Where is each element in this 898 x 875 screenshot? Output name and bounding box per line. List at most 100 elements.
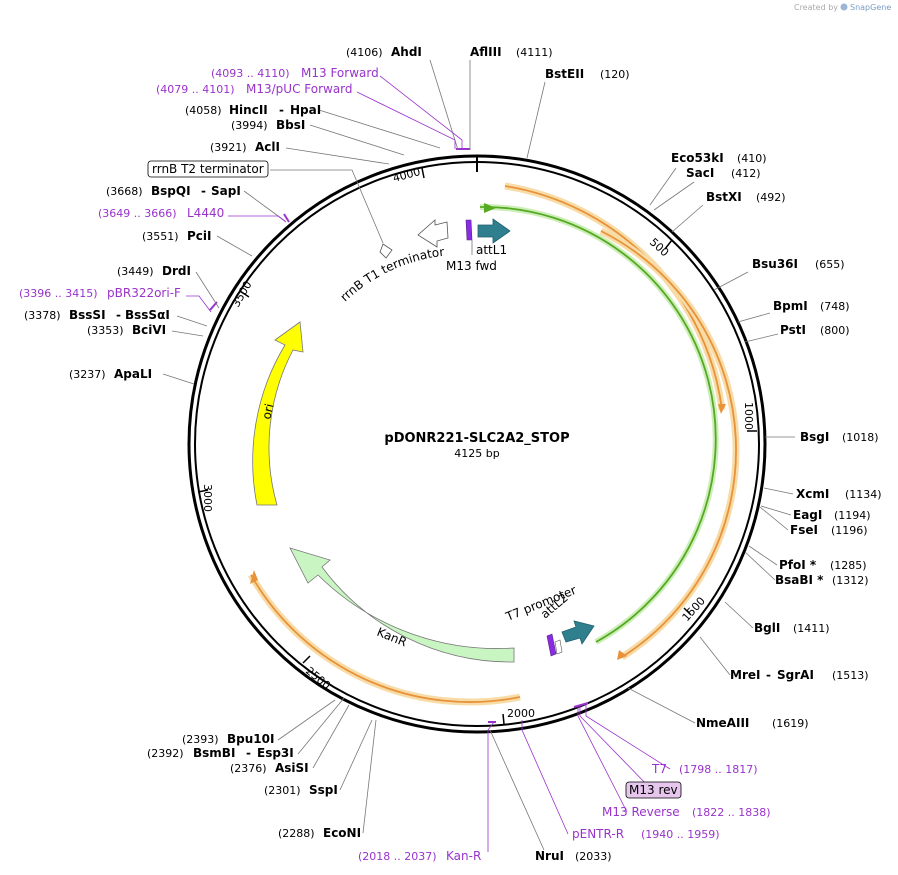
enzyme-pos-asisi: (2376) (230, 762, 267, 775)
enzyme-psti[interactable]: PstI (780, 323, 806, 337)
enzyme-pos-hincii: (4058) (185, 104, 222, 117)
feature-m13fwd (465, 219, 473, 241)
primer-pentr-r[interactable]: pENTR-R (572, 827, 624, 841)
backbone-outer (187, 154, 767, 734)
feature-attl1 (477, 218, 511, 244)
orf-arcs (247, 182, 740, 706)
enzyme-xcmi[interactable]: XcmI (796, 487, 829, 501)
primer-range-l4440: (3649 .. 3666) (98, 207, 177, 220)
primer-range-t7: (1798 .. 1817) (679, 763, 758, 776)
enzyme-pfoi[interactable]: PfoI * (779, 558, 817, 572)
enzyme-bpu10i[interactable]: Bpu10I (227, 732, 274, 746)
tick-marks (197, 167, 757, 725)
gene-green-arrowhead (484, 203, 496, 213)
enzyme-sep-hincii: - (279, 103, 284, 117)
enzyme-apali[interactable]: ApaLI (114, 367, 152, 381)
enzyme-esp3i[interactable]: Esp3I (257, 746, 294, 760)
enzyme-hincii[interactable]: HincII (229, 103, 268, 117)
enzyme-bcivi[interactable]: BciVI (132, 323, 166, 337)
enzyme-bpmi[interactable]: BpmI (773, 299, 808, 313)
brand-app-text: SnapGene (850, 3, 891, 12)
gene-green-arc-line (479, 206, 717, 643)
enzyme-pos-bsmbi: (2392) (147, 747, 184, 760)
feature-rrnb-t2-box[interactable] (147, 160, 269, 178)
enzyme-sgrai[interactable]: SgrAI (777, 668, 814, 682)
enzyme-sep-bsssi: - (116, 308, 121, 322)
enzyme-sspi[interactable]: SspI (309, 783, 338, 797)
enzyme-pos-bsu36i: (655) (815, 258, 845, 271)
primer-m13-forward[interactable]: M13 Forward (301, 66, 379, 80)
feature-ori (252, 321, 304, 506)
enzyme-bsteii[interactable]: BstEII (545, 67, 584, 81)
enzyme-eagi[interactable]: EagI (793, 508, 822, 522)
primer-range-kanr: (2018 .. 2037) (358, 850, 437, 863)
enzyme-mrei[interactable]: MreI (730, 668, 760, 682)
enzyme-pcii[interactable]: PciI (187, 229, 212, 243)
primer-t7[interactable]: T7 (651, 762, 667, 776)
enzyme-pos-econi: (2288) (278, 827, 315, 840)
feature-m13fwd-label: M13 fwd (446, 259, 497, 273)
feature-rrnb-t1-label: rrnB T1 terminator (337, 245, 445, 305)
enzyme-pos-drdi: (3449) (117, 265, 154, 278)
enzyme-saci[interactable]: SacI (686, 166, 714, 180)
primer-m13-reverse[interactable]: M13 Reverse (602, 805, 680, 819)
enzyme-aflIII[interactable]: AflIII (470, 45, 502, 59)
feature-t7-marker (546, 633, 557, 657)
enzyme-bbsi[interactable]: BbsI (276, 118, 305, 132)
enzyme-pos-bpmi: (748) (820, 300, 850, 313)
primer-m13rev-box[interactable] (625, 781, 682, 799)
enzyme-pos-eco53ki: (410) (737, 152, 767, 165)
enzyme-bsu36i[interactable]: Bsu36I (752, 257, 798, 271)
enzyme-pos-bgli: (1411) (793, 622, 830, 635)
feature-rrnb-t2-marker (379, 243, 393, 259)
primer-l4440[interactable]: L4440 (187, 206, 224, 220)
enzyme-bsssai[interactable]: BssSαI (125, 308, 170, 322)
enzyme-pos-aflIII: (4111) (516, 46, 553, 59)
enzyme-nrui[interactable]: NruI (535, 849, 564, 863)
enzyme-drdi[interactable]: DrdI (162, 264, 191, 278)
enzyme-pos-saci: (412) (731, 167, 761, 180)
primer-m13-rev: M13 rev (629, 783, 678, 797)
enzyme-pos-mrei: (1513) (832, 669, 869, 682)
enzyme-pos-xcmi: (1134) (845, 488, 882, 501)
enzyme-bspqi[interactable]: BspQI (151, 184, 191, 198)
enzyme-bstxi[interactable]: BstXI (706, 190, 742, 204)
primer-kan-r[interactable]: Kan-R (446, 849, 481, 863)
feature-kanr-label: KanR (375, 625, 409, 650)
plasmid-size: 4125 bp (454, 447, 499, 460)
primer-range-m13puc: (4079 .. 4101) (156, 83, 235, 96)
enzyme-bsabi[interactable]: BsaBI * (775, 573, 824, 587)
feature-m13rev-marker (554, 639, 563, 655)
enzyme-acli[interactable]: AclI (255, 140, 280, 154)
enzyme-bsmbi[interactable]: BsmBI (193, 746, 235, 760)
enzyme-bgli[interactable]: BglI (754, 621, 780, 635)
enzyme-pos-nrui: (2033) (575, 850, 612, 863)
enzyme-hpai[interactable]: HpaI (290, 103, 321, 117)
primer-pbr322ori-f[interactable]: pBR322ori-F (107, 286, 181, 300)
enzyme-sapi[interactable]: SapI (211, 184, 241, 198)
enzyme-pos-bsabi: (1312) (832, 574, 869, 587)
enzyme-econi[interactable]: EcoNI (323, 826, 361, 840)
enzyme-ahdi[interactable]: AhdI (391, 45, 422, 59)
orf-arrowheads (250, 404, 726, 660)
feature-attl2 (561, 620, 595, 645)
enzyme-pos-bcivi: (3353) (87, 324, 124, 337)
enzyme-sep-bsmbi: - (246, 746, 251, 760)
enzyme-asisi[interactable]: AsiSI (275, 761, 309, 775)
primer-m13-puc-forward[interactable]: M13/pUC Forward (246, 82, 353, 96)
enzyme-bsgi[interactable]: BsgI (800, 430, 829, 444)
enzyme-pos-bbsi: (3994) (231, 119, 268, 132)
enzyme-pos-pfoi: (1285) (830, 559, 867, 572)
enzyme-bsssi[interactable]: BssSI (69, 308, 106, 322)
feature-rrnb-t2-label: rrnB T2 terminator (152, 162, 264, 176)
enzyme-pos-bsssi: (3378) (24, 309, 61, 322)
enzyme-nmeaiii[interactable]: NmeAIII (696, 716, 749, 730)
snapgene-logo-icon (840, 3, 848, 11)
enzyme-pos-sspi: (2301) (264, 784, 301, 797)
enzyme-fsei[interactable]: FseI (790, 523, 818, 537)
enzyme-pos-acli: (3921) (210, 141, 247, 154)
feature-rrnb-t1 (417, 219, 449, 248)
feature-ori-label: ori (259, 402, 276, 421)
enzyme-eco53ki[interactable]: Eco53kI (671, 151, 724, 165)
